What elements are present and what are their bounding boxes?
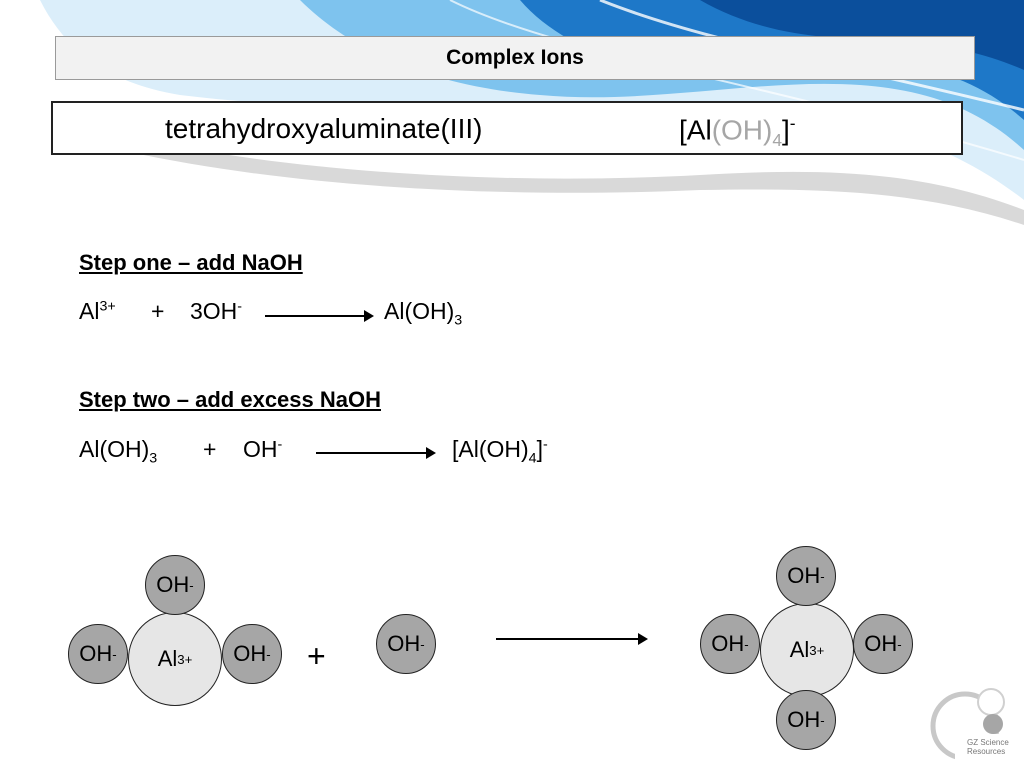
hydroxide-ion-top-left: OH- xyxy=(145,555,205,615)
logo-text: GZ Science Resources xyxy=(967,738,1009,756)
hydroxide-ion-east: OH- xyxy=(853,614,913,674)
hydroxide-ion-right-left-group: OH- xyxy=(222,624,282,684)
step-one-reactant-al: Al3+ xyxy=(79,298,116,324)
free-hydroxide-ion: OH- xyxy=(376,614,436,674)
step-two-plus: + xyxy=(203,436,217,462)
step-two-heading: Step two – add excess NaOH xyxy=(79,387,381,412)
diagram-arrow xyxy=(496,633,648,645)
ion-formula: [Al(OH)4]- xyxy=(679,113,796,150)
slide-title: Complex Ions xyxy=(446,46,584,69)
step-two-product: [Al(OH)4]- xyxy=(452,436,548,467)
step-two-reactant-aloh3: Al(OH)3 xyxy=(79,436,158,467)
hydroxide-ion-top: OH- xyxy=(776,546,836,606)
step-one-heading: Step one – add NaOH xyxy=(79,250,303,275)
step-one-product: Al(OH)3 xyxy=(384,298,463,329)
step-one-plus: + xyxy=(151,298,165,324)
step-one-arrow xyxy=(265,310,374,322)
gz-science-logo-icon xyxy=(930,688,1017,762)
ion-name-box: tetrahydroxyaluminate(III) [Al(OH)4]- xyxy=(51,101,963,155)
hydroxide-ion-west: OH- xyxy=(700,614,760,674)
hydroxide-ion-bottom: OH- xyxy=(776,690,836,750)
hydroxide-ion-left: OH- xyxy=(68,624,128,684)
ion-name: tetrahydroxyaluminate(III) xyxy=(165,113,483,144)
step-two-reactant-oh: OH- xyxy=(243,436,283,462)
slide-title-bar: Complex Ions xyxy=(55,36,975,80)
step-one-reactant-oh: 3OH- xyxy=(190,298,243,324)
step-two-arrow xyxy=(316,447,436,459)
diagram-plus: + xyxy=(307,638,326,674)
